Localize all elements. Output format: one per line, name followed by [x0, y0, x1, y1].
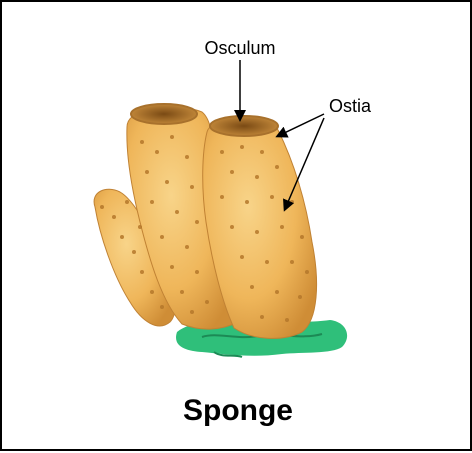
osculum-label: Osculum: [204, 38, 275, 58]
diagram-title: Sponge: [183, 394, 293, 427]
ostia-pointer-line-2: [283, 117, 325, 212]
ostia-pointer-line-1: [275, 113, 325, 138]
label-pointers: [234, 60, 325, 212]
ostia-label: Ostia: [329, 96, 372, 116]
